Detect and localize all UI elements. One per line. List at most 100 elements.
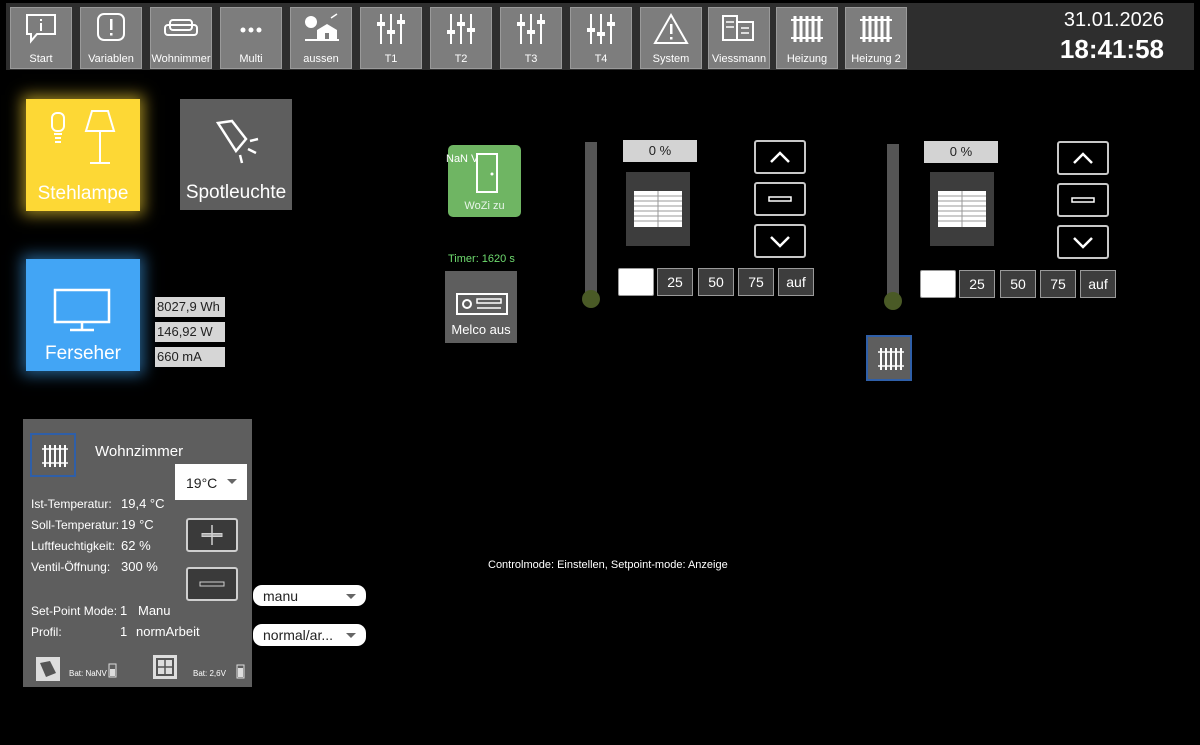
profile-dropdown-value: normal/ar... [263, 627, 334, 643]
setpoint-mode-num: 1 [120, 603, 128, 618]
door-icon [476, 153, 498, 193]
nav-heizung-button[interactable]: Heizung [776, 7, 838, 69]
stop-dash-icon [768, 196, 792, 202]
nav-variablen-button[interactable]: Variablen [80, 7, 142, 69]
shutter2-icon [930, 172, 994, 246]
shutter2-slider[interactable] [887, 144, 899, 302]
nav-wohnzimmer-button[interactable]: Wohnimmer [150, 7, 212, 69]
shutter2-auf-button[interactable]: auf [1080, 270, 1116, 298]
shutter2-up-button[interactable] [1057, 141, 1109, 175]
nav-viessmann-button[interactable]: Viessmann [708, 7, 770, 69]
nav-t4-button[interactable]: T4 [570, 7, 632, 69]
door-tile[interactable]: WoZi zu [448, 145, 521, 217]
ist-temp-label: Ist-Temperatur: [31, 497, 112, 511]
shutter1-stop-button[interactable] [754, 182, 806, 216]
shutter1-close-button[interactable] [618, 268, 654, 296]
shutter1-down-button[interactable] [754, 224, 806, 258]
nav-label: Variablen [88, 53, 134, 65]
setpoint-select[interactable]: 19°C [175, 464, 247, 500]
valve-icon [40, 661, 56, 677]
shutter2-75-button[interactable]: 75 [1040, 270, 1076, 298]
nav-aussen-button[interactable]: aussen [290, 7, 352, 69]
nav-label: Heizung 2 [851, 53, 901, 65]
nav-multi-button[interactable]: Multi [220, 7, 282, 69]
clock-time: 18:41:58 [1059, 34, 1164, 64]
shutter1-25-button[interactable]: 25 [657, 268, 693, 296]
temp-minus-button[interactable] [186, 567, 238, 601]
nav-label: T3 [524, 53, 538, 65]
shutter1-up-button[interactable] [754, 140, 806, 174]
ferseher-tile[interactable]: Ferseher [26, 259, 140, 371]
info-bubble-icon [26, 14, 56, 44]
shutter1-slider-handle[interactable] [582, 290, 600, 308]
melco-tile[interactable]: Melco aus [445, 271, 517, 343]
stop-dash-icon [1071, 197, 1095, 203]
battery-icon [108, 663, 117, 678]
mode-dropdown[interactable]: manu [253, 585, 366, 606]
nav-heizung2-button[interactable]: Heizung 2 [845, 7, 907, 69]
blinds-icon [634, 191, 682, 227]
valve-value: 300 % [121, 559, 158, 574]
nav-t1-button[interactable]: T1 [360, 7, 422, 69]
profil-value: normArbeit [136, 624, 200, 639]
shutter2-stop-button[interactable] [1057, 183, 1109, 217]
spotleuchte-label: Spotleuchte [185, 182, 287, 203]
nav-system-button[interactable]: System [640, 7, 702, 69]
shutter1-75-button[interactable]: 75 [738, 268, 774, 296]
stehlampe-label: Stehlampe [37, 183, 129, 204]
ist-temp-value: 19,4 °C [121, 496, 165, 511]
nav-label: T1 [384, 53, 398, 65]
humidity-value: 62 % [121, 538, 151, 553]
chevron-up-icon [770, 151, 790, 163]
controlmode-text: Controlmode: Einstellen, Setpoint-mode: … [488, 559, 728, 571]
setpoint-select-value: 19°C [186, 475, 218, 491]
heater-title: Wohnzimmer [95, 443, 184, 460]
profil-num: 1 [120, 624, 128, 639]
nav-label: Multi [239, 53, 263, 65]
nav-label: Start [29, 53, 53, 65]
minus-icon [199, 581, 225, 587]
chevron-down-icon [770, 236, 790, 248]
radiator-button[interactable] [866, 335, 912, 381]
nav-t3-button[interactable]: T3 [500, 7, 562, 69]
heater-panel: Wohnzimmer 19°C Ist-Temperatur: 19,4 °C … [23, 419, 252, 687]
sliders-icon [587, 14, 615, 44]
temp-plus-button[interactable] [186, 518, 238, 552]
soll-temp-value: 19 °C [121, 517, 154, 532]
door-label: WoZi zu [464, 200, 505, 212]
nav-label: Heizung [786, 53, 828, 65]
spotleuchte-tile[interactable]: Spotleuchte [180, 99, 292, 210]
shutter2-50-button[interactable]: 50 [1000, 270, 1036, 298]
clock-date: 31.01.2026 [1063, 9, 1164, 31]
heater-radiator-button[interactable] [30, 433, 76, 477]
spotlight-icon [215, 119, 259, 164]
shutter2-25-button[interactable]: 25 [959, 270, 995, 298]
current-value: 660 mA [155, 347, 225, 367]
battery-icon [236, 664, 245, 679]
nav-start-button[interactable]: Start [10, 7, 72, 69]
shutter2-close-button[interactable] [920, 270, 956, 298]
nav-label: aussen [303, 53, 339, 65]
shutter1-auf-button[interactable]: auf [778, 268, 814, 296]
soll-temp-label: Soll-Temperatur: [31, 518, 120, 532]
shutter1-50-button[interactable]: 50 [698, 268, 734, 296]
battery2-text: Bat: 2,6V [193, 669, 226, 678]
nav-label: T4 [594, 53, 608, 65]
power-value: 146,92 W [155, 322, 225, 342]
nav-t2-button[interactable]: T2 [430, 7, 492, 69]
stehlampe-tile[interactable]: Stehlampe [26, 99, 140, 211]
chevron-down-icon [346, 633, 356, 638]
shutter1-slider[interactable] [585, 142, 597, 300]
sliders-icon [377, 14, 405, 44]
shutter2-down-button[interactable] [1057, 225, 1109, 259]
radiator-icon [791, 16, 823, 42]
setpoint-mode-label: Set-Point Mode: [31, 604, 118, 618]
chevron-down-icon [346, 594, 356, 599]
boiler-icon [722, 15, 754, 41]
exclamation-icon [97, 13, 125, 41]
profile-dropdown[interactable]: normal/ar... [253, 624, 366, 646]
top-navigation-bar: Start Variablen Wohnimmer Multi [0, 0, 1200, 72]
sliders-icon [447, 14, 475, 44]
shutter2-slider-handle[interactable] [884, 292, 902, 310]
door-voltage: NaN V [446, 153, 479, 165]
